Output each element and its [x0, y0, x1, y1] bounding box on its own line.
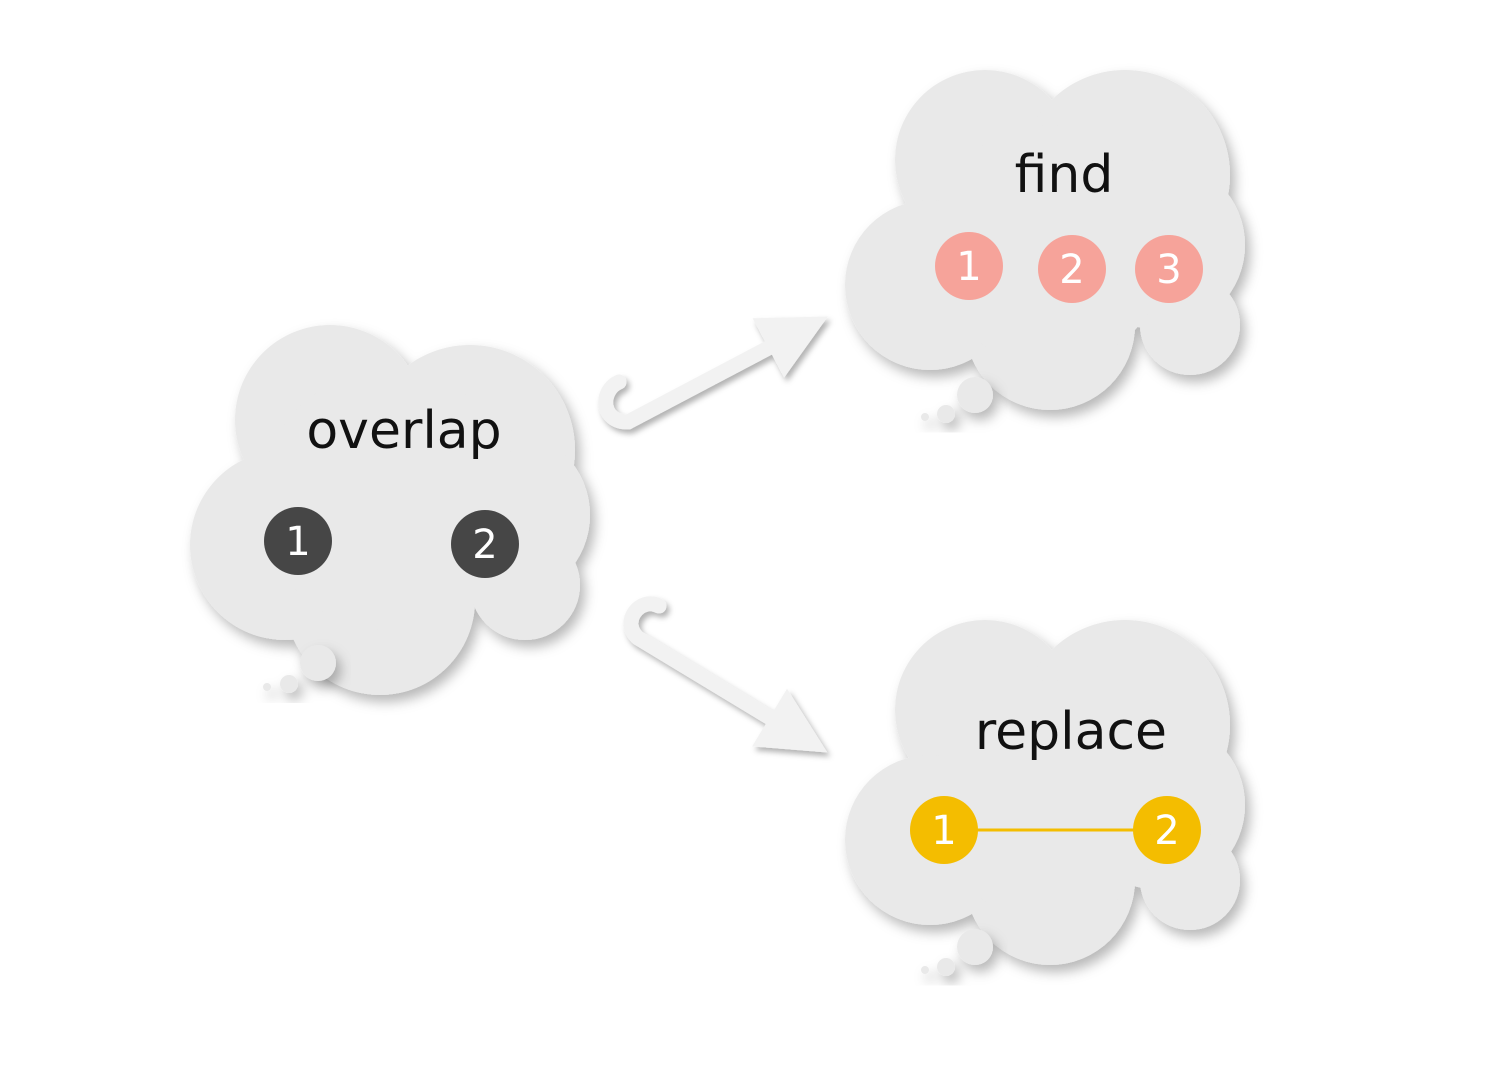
- find-node-1-label: 1: [956, 244, 981, 290]
- cloud-find-tail: [921, 377, 993, 423]
- find-node-3: 3: [1135, 235, 1203, 303]
- find-node-1: 1: [935, 232, 1003, 300]
- overlap-node-2-label: 2: [472, 522, 497, 568]
- arrow-overlap-to-replace: [623, 596, 828, 753]
- cloud-replace: [845, 620, 1245, 965]
- overlap-node-2: 2: [451, 510, 519, 578]
- replace-node-1: 1: [910, 796, 978, 864]
- find-node-3-label: 3: [1156, 247, 1181, 293]
- arrow-overlap-to-find: [598, 316, 828, 430]
- overlap-node-1-label: 1: [285, 519, 310, 565]
- find-node-2: 2: [1038, 235, 1106, 303]
- replace-node-1-label: 1: [931, 808, 956, 854]
- find-node-2-label: 2: [1059, 247, 1084, 293]
- replace-title: replace: [975, 702, 1167, 762]
- cloud-overlap: [190, 325, 590, 695]
- overlap-title: overlap: [306, 401, 501, 461]
- replace-node-2: 2: [1133, 796, 1201, 864]
- find-title: find: [1015, 145, 1114, 205]
- overlap-node-1: 1: [264, 507, 332, 575]
- replace-node-2-label: 2: [1154, 808, 1179, 854]
- cloud-overlap-tail: [263, 645, 336, 693]
- cloud-replace-tail: [921, 929, 993, 976]
